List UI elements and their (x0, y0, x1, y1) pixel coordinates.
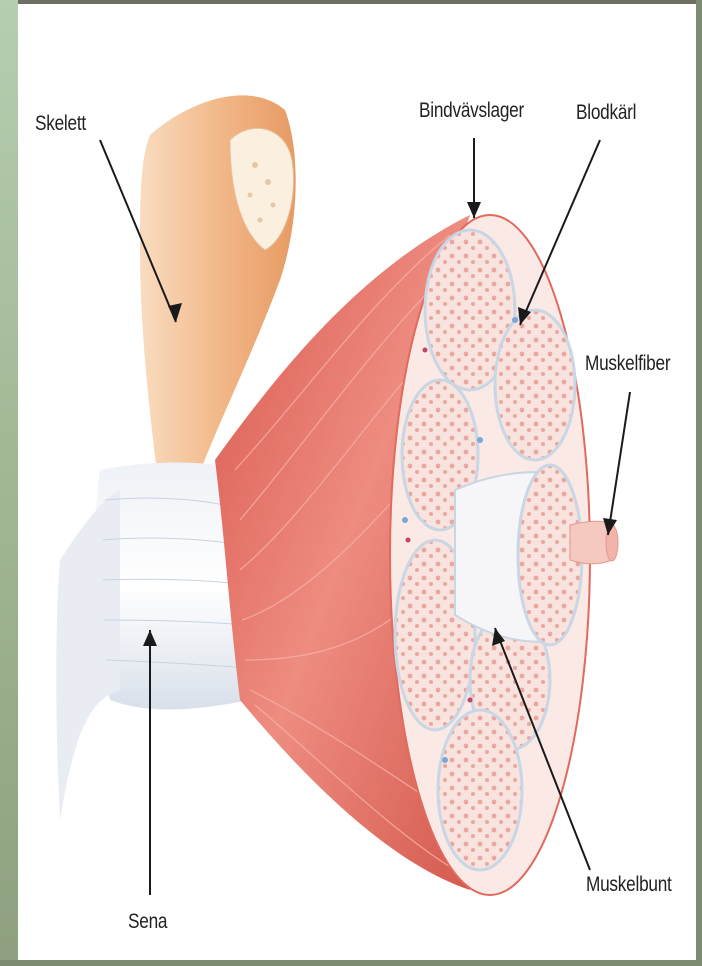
fascicle (438, 710, 522, 870)
label-bindvavslager: Bindvävslager (419, 99, 524, 123)
fascicle (495, 310, 575, 460)
label-muskelbunt: Muskelbunt (586, 873, 672, 897)
label-muskelfiber: Muskelfiber (585, 352, 670, 376)
label-skelett: Skelett (35, 112, 86, 136)
label-blodkarl: Blodkärl (576, 101, 636, 125)
label-sena: Sena (128, 910, 167, 934)
pointer-blodkarl (520, 140, 600, 325)
cross-section (390, 215, 618, 895)
pointer-muskelfiber (608, 392, 630, 535)
